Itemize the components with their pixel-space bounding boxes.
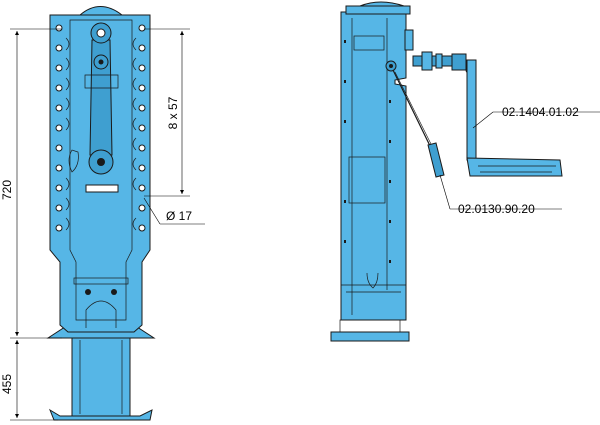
side-crank-arm bbox=[466, 59, 477, 161]
side-crank-shaft bbox=[412, 55, 454, 67]
front-top-dome bbox=[78, 6, 124, 16]
front-dimensions: 720 455 8 x 57 Ø 17 bbox=[0, 28, 205, 421]
dimension-lower-height: 455 bbox=[0, 374, 14, 394]
dimension-hole-spacing: 8 x 57 bbox=[166, 96, 180, 129]
callouts: 02.1404.01.02 02.0130.90.20 bbox=[439, 105, 600, 216]
front-right-holes bbox=[138, 24, 146, 232]
side-body bbox=[340, 11, 407, 321]
front-view bbox=[46, 6, 156, 421]
side-gearbox bbox=[345, 5, 411, 15]
front-lower-tube bbox=[71, 337, 131, 417]
side-view bbox=[330, 1, 563, 342]
side-crank-handle bbox=[466, 157, 563, 177]
front-left-holes bbox=[55, 24, 63, 232]
dimension-total-height: 720 bbox=[0, 180, 14, 200]
callout-cable-part-number: 02.0130.90.20 bbox=[458, 202, 535, 216]
dimension-hole-diameter: Ø 17 bbox=[166, 209, 192, 223]
side-foot bbox=[330, 331, 410, 342]
callout-crank-part-number: 02.1404.01.02 bbox=[502, 105, 579, 119]
